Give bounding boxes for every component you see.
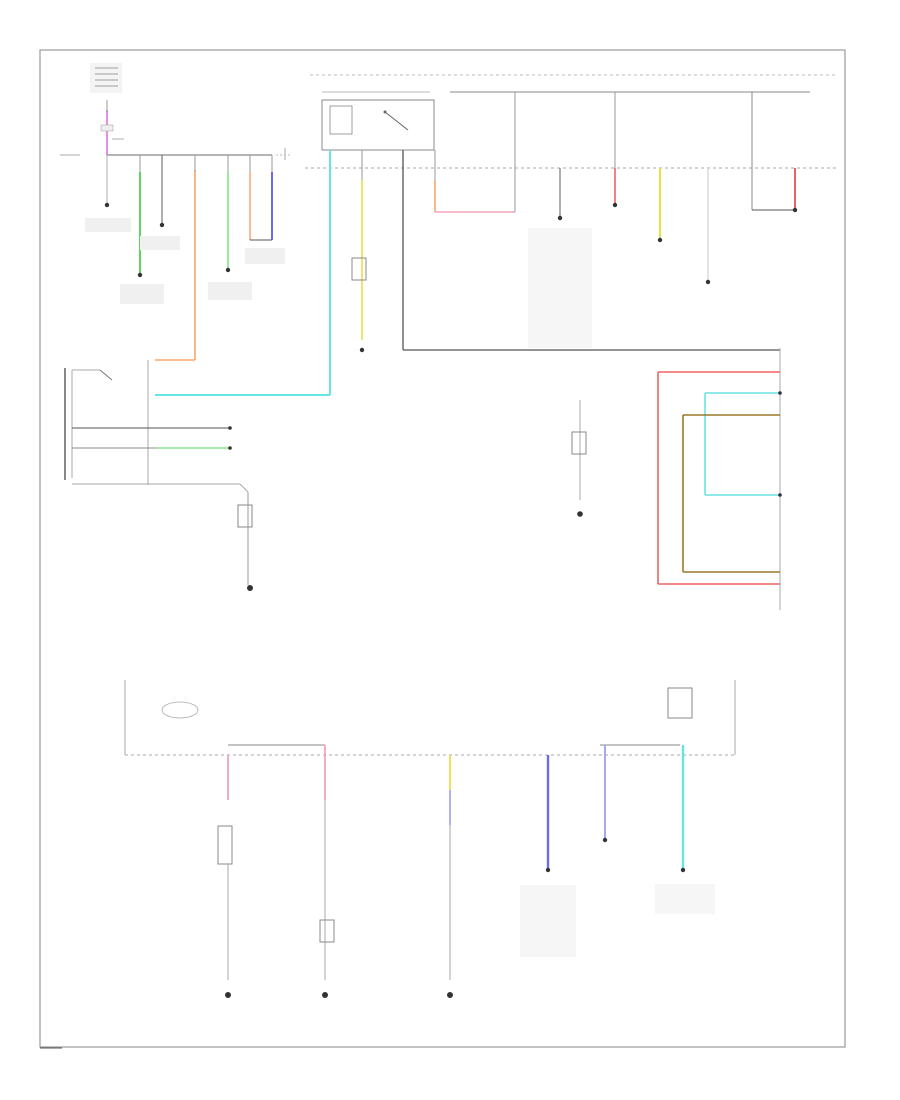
diagram-frame [39,49,846,1048]
fuse-block-top-left [60,63,290,160]
switch-assembly-left [64,360,253,591]
module-right [571,348,782,610]
bottom-section [124,680,736,998]
left-bus-drops [85,155,285,361]
top-bus-drops [155,92,798,396]
relay-box-top [305,74,836,169]
